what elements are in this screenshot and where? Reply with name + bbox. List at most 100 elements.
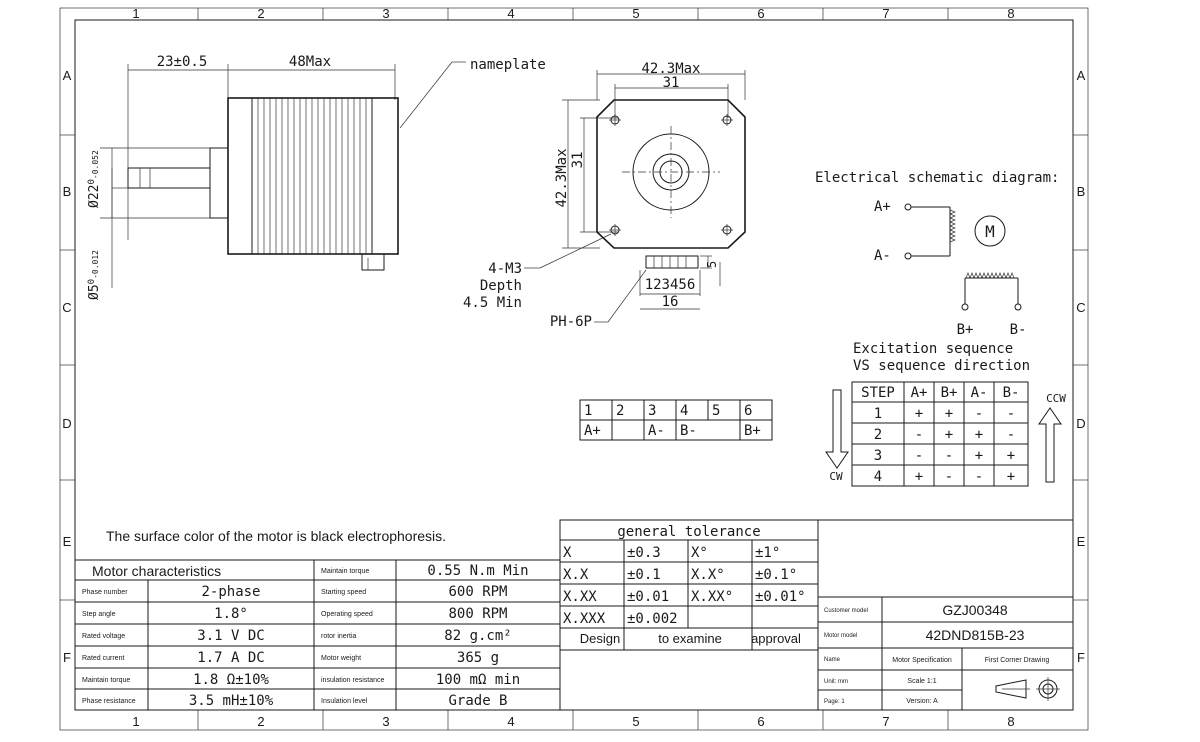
front-view: 42.3Max 31 42.3Max 31 5 <box>463 61 746 330</box>
spec-label: Rated current <box>82 655 124 662</box>
col-label: 7 <box>882 6 889 21</box>
seq-cell: - <box>945 469 953 485</box>
seq-header: B+ <box>941 385 958 401</box>
screw-note-line3: 4.5 Min <box>463 295 522 311</box>
motor-symbol <box>974 215 1006 247</box>
version-label: Version: A <box>906 698 938 705</box>
row-label: C <box>62 300 71 315</box>
scale-label: Scale 1:1 <box>907 678 936 685</box>
customer-model-label: Customer model <box>824 608 868 614</box>
seq-cell: - <box>915 427 923 443</box>
col-label: 4 <box>507 6 514 21</box>
spec-value: 3.5 mH±10% <box>189 693 274 709</box>
col-label: 2 <box>257 6 264 21</box>
first-angle-projection-icon <box>995 677 1060 701</box>
spec-value: 800 RPM <box>448 606 507 622</box>
screw-note-line2: Depth <box>480 278 522 294</box>
name-value: Motor Specification <box>892 657 952 664</box>
row-label: A <box>1077 68 1086 83</box>
seq-cell: - <box>915 448 923 464</box>
col-label: 6 <box>757 6 764 21</box>
general-tolerance-table: general tolerance X ±0.3 X° ±1° X.X ±0.1… <box>559 519 819 711</box>
motor-model-label: Motor model <box>824 633 857 639</box>
dim-connector-height: 5 <box>705 261 719 268</box>
spec-value: 100 mΩ min <box>436 672 520 688</box>
tol-cell: X <box>563 545 572 561</box>
spec-value: 1.8° <box>214 606 248 622</box>
spec-value: 2-phase <box>201 584 260 600</box>
dia-boss-dim: Ø220-0.052 <box>87 150 102 208</box>
characteristics-title: Motor characteristics <box>92 563 221 579</box>
connector-label: PH-6P <box>550 314 592 330</box>
col-label: 3 <box>382 714 389 729</box>
pin-number: 4 <box>680 403 688 419</box>
spec-value: 82 g.cm² <box>444 628 511 644</box>
col-label: 5 <box>632 714 639 729</box>
design-label: Design <box>580 631 620 646</box>
tol-cell: X.XXX <box>563 611 606 627</box>
row-label: B <box>1077 184 1086 199</box>
nameplate-label: nameplate <box>470 57 546 73</box>
spec-label: Maintain torque <box>82 677 130 684</box>
seq-cell: + <box>1007 469 1015 485</box>
seq-step: 2 <box>874 427 882 443</box>
name-label: Name <box>824 657 841 663</box>
ccw-label: CCW <box>1046 392 1066 405</box>
spec-label: Insulation level <box>321 698 368 705</box>
customer-model-value: GZJ00348 <box>942 602 1008 618</box>
page-label: Page: 1 <box>824 699 845 705</box>
dim-hole-spacing: 31 <box>663 75 680 91</box>
pin-signal: B+ <box>744 423 761 439</box>
seq-cell: - <box>1007 427 1015 443</box>
pin-signal: A- <box>648 423 665 439</box>
spec-value: 1.7 A DC <box>197 650 264 666</box>
pin-number: 2 <box>616 403 624 419</box>
dim-height-max: 42.3Max <box>554 148 570 207</box>
spec-label: Rated voltage <box>82 633 125 640</box>
spec-value: Grade B <box>448 693 507 709</box>
excitation-title-1: Excitation sequence <box>853 341 1013 357</box>
tol-cell: X.XX <box>563 589 597 605</box>
tolerance-title: general tolerance <box>617 524 760 540</box>
column-labels-top: 1 2 3 4 5 6 7 8 <box>132 6 1014 21</box>
dia-shaft-dim: Ø50-0.012 <box>87 250 102 300</box>
seq-cell: - <box>975 469 983 485</box>
pin-number: 1 <box>584 403 592 419</box>
col-label: 2 <box>257 714 264 729</box>
excitation-title-2: VS sequence direction <box>853 358 1030 374</box>
spec-value: 365 g <box>457 650 499 666</box>
spec-label: Maintain torque <box>321 568 369 575</box>
spec-label: insulation resistance <box>321 677 385 684</box>
seq-cell: + <box>945 427 953 443</box>
seq-cell: + <box>945 406 953 422</box>
tol-cell: X.X° <box>691 567 725 583</box>
col-label: 1 <box>132 6 139 21</box>
tol-cell: ±0.01° <box>755 589 806 605</box>
col-label: 6 <box>757 714 764 729</box>
projection-label: First Corner Drawing <box>985 657 1050 664</box>
spec-value: 3.1 V DC <box>197 628 264 644</box>
row-label: B <box>63 184 72 199</box>
dim-connector-width: 16 <box>662 294 679 310</box>
spec-label: Starting speed <box>321 589 366 596</box>
cw-label: CW <box>829 470 843 483</box>
col-label: 5 <box>632 6 639 21</box>
seq-step: 3 <box>874 448 882 464</box>
spec-label: Phase resistance <box>82 698 136 705</box>
tol-cell: ±0.1 <box>627 567 661 583</box>
row-label: F <box>1077 650 1085 665</box>
dim-shaft-length: 23±0.5 <box>157 54 208 70</box>
col-label: 7 <box>882 714 889 729</box>
unit-label: Unit: mm <box>824 679 848 685</box>
tol-cell: ±0.3 <box>627 545 661 561</box>
dim-width-max: 42.3Max <box>641 61 700 77</box>
seq-cell: + <box>975 427 983 443</box>
approval-label: approval <box>751 631 801 646</box>
seq-cell: - <box>1007 406 1015 422</box>
spec-label: Motor weight <box>321 655 361 662</box>
seq-step: 1 <box>874 406 882 422</box>
spec-value: 1.8 Ω±10% <box>193 672 269 688</box>
dim-hole-spacing-vertical: 31 <box>570 152 586 169</box>
seq-header: B- <box>1003 385 1020 401</box>
row-label: C <box>1076 300 1085 315</box>
